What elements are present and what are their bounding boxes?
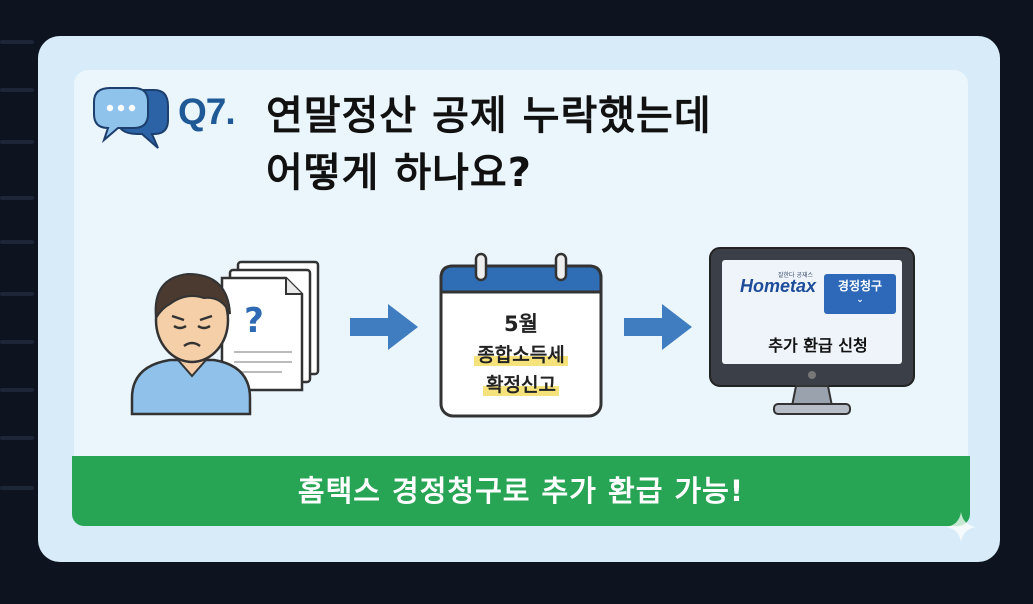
- title-line-1: 연말정산 공제 누락했는데: [266, 93, 712, 139]
- arrow-right-icon: [624, 304, 692, 350]
- chat-bubbles-icon: [93, 87, 169, 149]
- bottom-banner: 홈택스 경정청구로 추가 환급 가능!: [72, 456, 970, 526]
- infographic-card: Q7. 연말정산 공제 누락했는데 어떻게 하나요? ?: [38, 36, 1000, 562]
- hometax-logo: Hometax: [740, 276, 817, 296]
- hometax-logo-subtitle: 잘한다 공재스: [778, 272, 814, 279]
- gyeongjeong-cheonggu-button: 경정청구 ⌄: [824, 274, 896, 314]
- calendar-line-2: 확정신고: [438, 370, 604, 397]
- calendar-month: 5월: [504, 312, 538, 336]
- calendar-line-1: 종합소득세: [438, 340, 604, 367]
- sparkle-icon: [946, 512, 976, 542]
- question-number: Q7.: [178, 91, 236, 132]
- chevron-down-icon: ⌄: [856, 295, 864, 305]
- additional-refund-caption: 추가 환급 신청: [768, 336, 868, 355]
- title-line-2: 어떻게 하나요?: [266, 150, 532, 196]
- worried-person-illustration: ?: [130, 260, 320, 416]
- gyeongjeong-cheonggu-label: 경정청구: [837, 279, 883, 293]
- documents-icon: ?: [220, 260, 320, 392]
- calendar-icon: [439, 252, 603, 418]
- document-question-mark: ?: [244, 301, 264, 341]
- page-title: 연말정산 공제 누락했는데 어떻게 하나요?: [266, 88, 712, 202]
- arrow-right-icon: [350, 304, 418, 350]
